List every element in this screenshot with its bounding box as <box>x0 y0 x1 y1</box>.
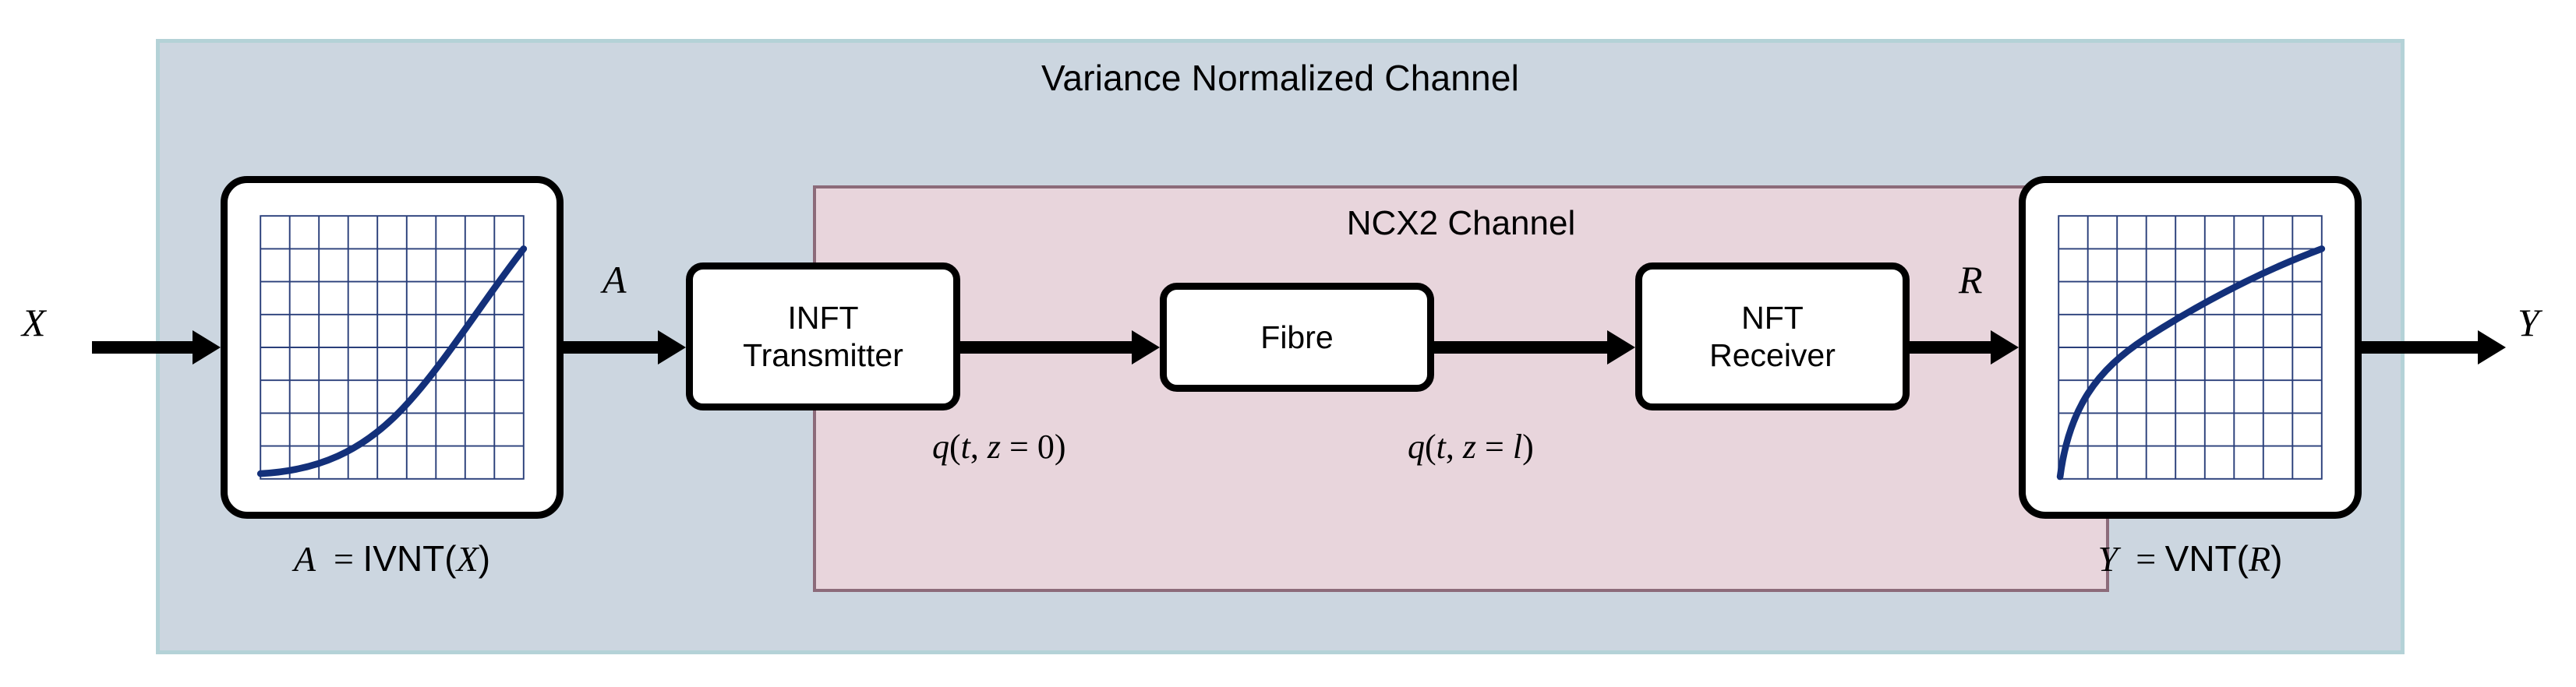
ivnt-caption-var: A <box>293 539 316 579</box>
vnt-caption: Y = VNT(R) <box>2019 537 2362 580</box>
inft-transmitter-block: INFT Transmitter <box>686 262 960 410</box>
q-out-comma: , <box>1445 428 1463 466</box>
vnt-caption-var: Y <box>2097 539 2118 579</box>
nft-receiver-line1: NFT <box>1741 299 1804 336</box>
signal-label-y: Y <box>2518 301 2539 344</box>
q-in-open: ( <box>949 428 961 466</box>
q-in-t: t <box>960 428 970 466</box>
outer-panel-title: Variance Normalized Channel <box>1041 58 1520 98</box>
inft-transmitter-line2: Transmitter <box>743 337 903 373</box>
q-in-z: z <box>987 428 1002 466</box>
signal-label-a: A <box>602 258 627 301</box>
inft-transmitter-line1: INFT <box>787 299 859 336</box>
vnt-caption-eq: = <box>2136 539 2157 579</box>
q-in-close: ) <box>1054 428 1066 466</box>
ivnt-caption-arg: X <box>456 539 479 579</box>
q-in-fn: q <box>932 428 949 466</box>
signal-label-r: R <box>1959 258 1983 301</box>
q-out-open: ( <box>1425 428 1436 466</box>
q-out-val: l <box>1512 428 1523 466</box>
ivnt-caption-close: ) <box>478 538 491 579</box>
field-label-q-output: q(t, z = l) <box>1408 427 1534 467</box>
ivnt-caption-eq: = <box>334 539 354 579</box>
ivnt-transform-plot <box>221 176 564 519</box>
q-out-close: ) <box>1522 428 1534 466</box>
q-out-z: z <box>1462 428 1477 466</box>
fibre-block: Fibre <box>1160 283 1434 392</box>
vnt-caption-close: ) <box>2270 538 2283 579</box>
ivnt-caption: A = IVNT(X) <box>221 537 564 580</box>
q-in-comma: , <box>970 428 988 466</box>
q-out-fn: q <box>1408 428 1425 466</box>
ivnt-curve-path <box>256 245 528 477</box>
q-in-val: 0 <box>1037 428 1055 466</box>
nft-receiver-line2: Receiver <box>1709 337 1836 373</box>
ncx2-channel-panel: NCX2 Channel <box>813 185 2109 592</box>
q-out-eq: = <box>1476 428 1513 466</box>
vnt-plot-svg <box>2056 215 2326 481</box>
ivnt-grid <box>260 215 525 480</box>
inner-panel-title: NCX2 Channel <box>1346 204 1576 242</box>
nft-receiver-block: NFT Receiver <box>1635 262 1910 410</box>
ivnt-plot-svg <box>256 215 528 480</box>
fibre-line1: Fibre <box>1260 319 1334 355</box>
q-in-eq: = <box>1001 428 1037 466</box>
vnt-grid <box>2058 215 2323 480</box>
vnt-curve-path <box>2056 245 2326 481</box>
q-out-t: t <box>1436 428 1446 466</box>
signal-label-x: X <box>22 301 46 344</box>
vnt-transform-plot <box>2019 176 2362 519</box>
vnt-caption-arg: R <box>2248 539 2271 579</box>
ivnt-caption-fn: IVNT( <box>362 538 457 579</box>
vnt-caption-fn: VNT( <box>2164 538 2249 579</box>
field-label-q-input: q(t, z = 0) <box>932 427 1066 467</box>
